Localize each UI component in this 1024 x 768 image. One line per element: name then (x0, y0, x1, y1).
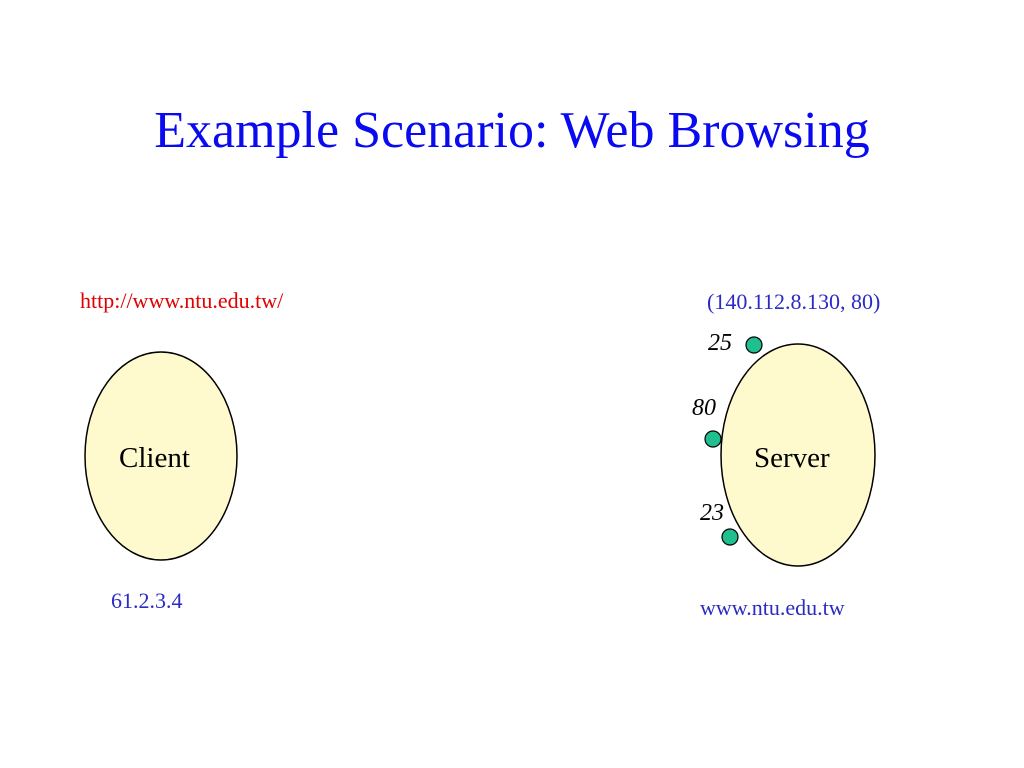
page-title: Example Scenario: Web Browsing (154, 102, 870, 159)
port-25-socket (745, 336, 763, 354)
port-25-label: 25 (708, 330, 732, 356)
client-ip: 61.2.3.4 (111, 588, 183, 613)
port-23-socket (721, 528, 739, 546)
server-node (720, 343, 876, 567)
client-url: http://www.ntu.edu.tw/ (80, 288, 284, 313)
server-label: Server (754, 442, 830, 474)
server-address: (140.112.8.130, 80) (707, 289, 881, 314)
server-hostname: www.ntu.edu.tw (700, 595, 845, 620)
port-80-label: 80 (692, 395, 716, 421)
port-23-label: 23 (700, 500, 724, 526)
client-node (84, 351, 238, 561)
port-80-socket (704, 430, 722, 448)
client-label: Client (119, 442, 190, 474)
